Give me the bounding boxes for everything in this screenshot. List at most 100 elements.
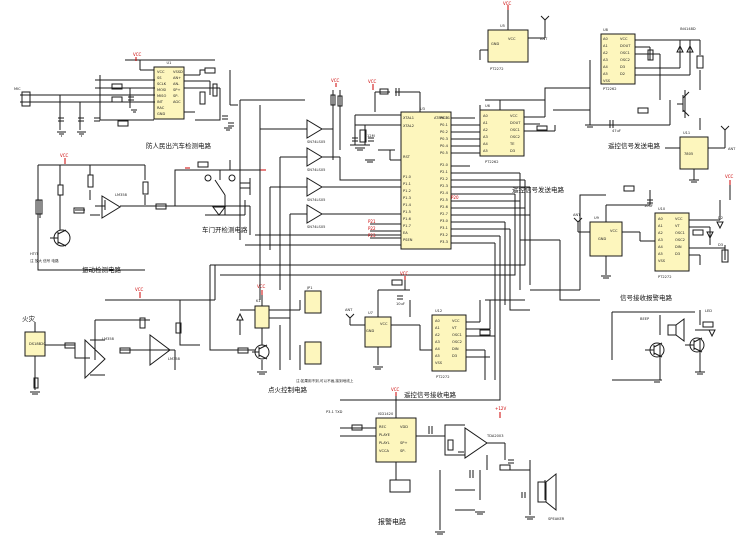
svg-text:47uF: 47uF xyxy=(612,129,621,133)
svg-text:遥控信号发送电路: 遥控信号发送电路 xyxy=(512,185,565,194)
svg-text:OSC1: OSC1 xyxy=(620,51,630,55)
u7-chip xyxy=(364,316,392,348)
svg-text:A1: A1 xyxy=(603,44,608,48)
svg-text:PLAYL: PLAYL xyxy=(379,441,390,445)
svg-text:振动检测电路: 振动检测电路 xyxy=(82,265,122,274)
svg-text:OSC2: OSC2 xyxy=(452,340,462,344)
svg-text:车门开检测电路: 车门开检测电路 xyxy=(202,225,248,234)
svg-text:ANT: ANT xyxy=(345,308,353,312)
svg-text:SN74LS05: SN74LS05 xyxy=(307,140,325,144)
svg-text:10uF: 10uF xyxy=(396,302,405,306)
svg-text:A2: A2 xyxy=(483,128,488,132)
svg-text:MIC: MIC xyxy=(14,87,21,91)
svg-text:GND: GND xyxy=(598,237,606,241)
svg-text:VCC: VCC xyxy=(620,37,628,41)
svg-text:A5: A5 xyxy=(658,252,663,256)
relay-coil xyxy=(254,305,270,329)
svg-text:P2.0: P2.0 xyxy=(440,163,449,167)
svg-text:P3.1: P3.1 xyxy=(440,226,448,230)
svg-text:P2.1: P2.1 xyxy=(440,170,448,174)
svg-text:DOUT: DOUT xyxy=(510,121,521,125)
svg-text:LM358: LM358 xyxy=(115,193,128,197)
svg-text:A4: A4 xyxy=(483,142,488,146)
svg-text:A3: A3 xyxy=(435,340,440,344)
svg-text:A4: A4 xyxy=(658,245,663,249)
svg-text:P1.6: P1.6 xyxy=(403,217,412,221)
svg-text:D3: D3 xyxy=(620,65,625,69)
inverter-bank: SN74LS05 SN74LS05 SN74LS05 SN74LS05 VCC xyxy=(259,78,375,229)
svg-text:OSC2: OSC2 xyxy=(620,58,630,62)
interconnects xyxy=(175,60,606,401)
svg-text:防人民出汽车检测电路: 防人民出汽车检测电路 xyxy=(146,141,212,150)
svg-text:VCC: VCC xyxy=(331,78,340,83)
svg-text:U3: U3 xyxy=(420,107,425,111)
svg-text:遥控信号发送电路: 遥控信号发送电路 xyxy=(608,141,661,150)
svg-text:P3.3: P3.3 xyxy=(440,240,448,244)
svg-text:VCC: VCC xyxy=(257,284,266,289)
svg-text:SN74LS05: SN74LS05 xyxy=(307,225,325,229)
svg-text:U8: U8 xyxy=(603,28,609,32)
svg-text:ANT: ANT xyxy=(728,147,736,151)
svg-text:A3: A3 xyxy=(603,58,608,62)
svg-text:U1: U1 xyxy=(167,61,172,65)
svg-text:A1: A1 xyxy=(435,326,440,330)
svg-text:A3: A3 xyxy=(483,135,488,139)
svg-text:D3: D3 xyxy=(510,149,515,153)
svg-text:GND: GND xyxy=(491,42,499,46)
svg-text:DOUT: DOUT xyxy=(620,44,631,48)
svg-text:VSS: VSS xyxy=(435,361,443,365)
svg-text:AN-: AN- xyxy=(173,82,180,86)
svg-text:GND: GND xyxy=(366,329,374,333)
svg-text:A0: A0 xyxy=(483,114,488,118)
svg-text:遥控信号接收电路: 遥控信号接收电路 xyxy=(404,390,457,399)
speaker-driver-block: BEEP LED xyxy=(611,309,716,383)
svg-text:OSC1: OSC1 xyxy=(452,333,462,337)
svg-text:注:如果用不到,可以不画,接到地线上: 注:如果用不到,可以不画,接到地线上 xyxy=(296,378,354,383)
svg-text:LED: LED xyxy=(705,309,712,313)
svg-text:P1.4: P1.4 xyxy=(403,203,412,207)
connector-1 xyxy=(304,290,322,314)
svg-text:SP-: SP- xyxy=(173,94,179,98)
svg-text:VSS: VSS xyxy=(658,259,666,263)
svg-text:+12V: +12V xyxy=(495,406,506,411)
svg-text:VCCA: VCCA xyxy=(379,449,389,453)
svg-text:A5: A5 xyxy=(483,149,488,153)
svg-text:P1.3: P1.3 xyxy=(403,196,411,200)
svg-text:DS18B20: DS18B20 xyxy=(29,342,46,346)
svg-text:AGC: AGC xyxy=(173,100,181,104)
svg-text:GND: GND xyxy=(157,112,165,116)
svg-text:VT: VT xyxy=(452,326,457,330)
door-circuit: 车门开检测电路 xyxy=(185,160,266,234)
svg-text:VDD: VDD xyxy=(400,425,408,429)
svg-text:P22: P22 xyxy=(368,226,376,231)
svg-text:P1.2: P1.2 xyxy=(403,189,411,193)
svg-text:P23: P23 xyxy=(368,233,376,238)
svg-text:信号接收报警电路: 信号接收报警电路 xyxy=(620,293,673,302)
svg-text:D3: D3 xyxy=(718,243,723,247)
svg-text:RAC: RAC xyxy=(157,106,165,110)
svg-text:P2.5: P2.5 xyxy=(440,198,448,202)
svg-text:P0.0: P0.0 xyxy=(440,116,449,120)
u10-chip xyxy=(654,212,690,272)
svg-text:VCC: VCC xyxy=(391,387,400,392)
svg-text:XTAL2: XTAL2 xyxy=(403,124,414,128)
svg-text:DIN: DIN xyxy=(452,347,459,351)
svg-text:注 放大 信号 电路: 注 放大 信号 电路 xyxy=(30,258,59,263)
svg-text:报警电路: 报警电路 xyxy=(378,517,406,526)
svg-text:P0.1: P0.1 xyxy=(440,123,448,127)
svg-text:P0.3: P0.3 xyxy=(440,137,448,141)
svg-text:IN4148D: IN4148D xyxy=(680,27,696,31)
svg-text:D2: D2 xyxy=(718,216,723,220)
svg-text:PT2272: PT2272 xyxy=(658,275,672,279)
svg-text:A5: A5 xyxy=(603,72,608,76)
svg-text:P2.2: P2.2 xyxy=(440,177,448,181)
svg-text:VCC: VCC xyxy=(452,319,460,323)
svg-text:VSS: VSS xyxy=(603,79,611,83)
svg-text:A2: A2 xyxy=(658,231,663,235)
svg-text:AN+: AN+ xyxy=(173,76,181,80)
u8-chip xyxy=(600,33,636,85)
svg-text:A1: A1 xyxy=(483,121,488,125)
